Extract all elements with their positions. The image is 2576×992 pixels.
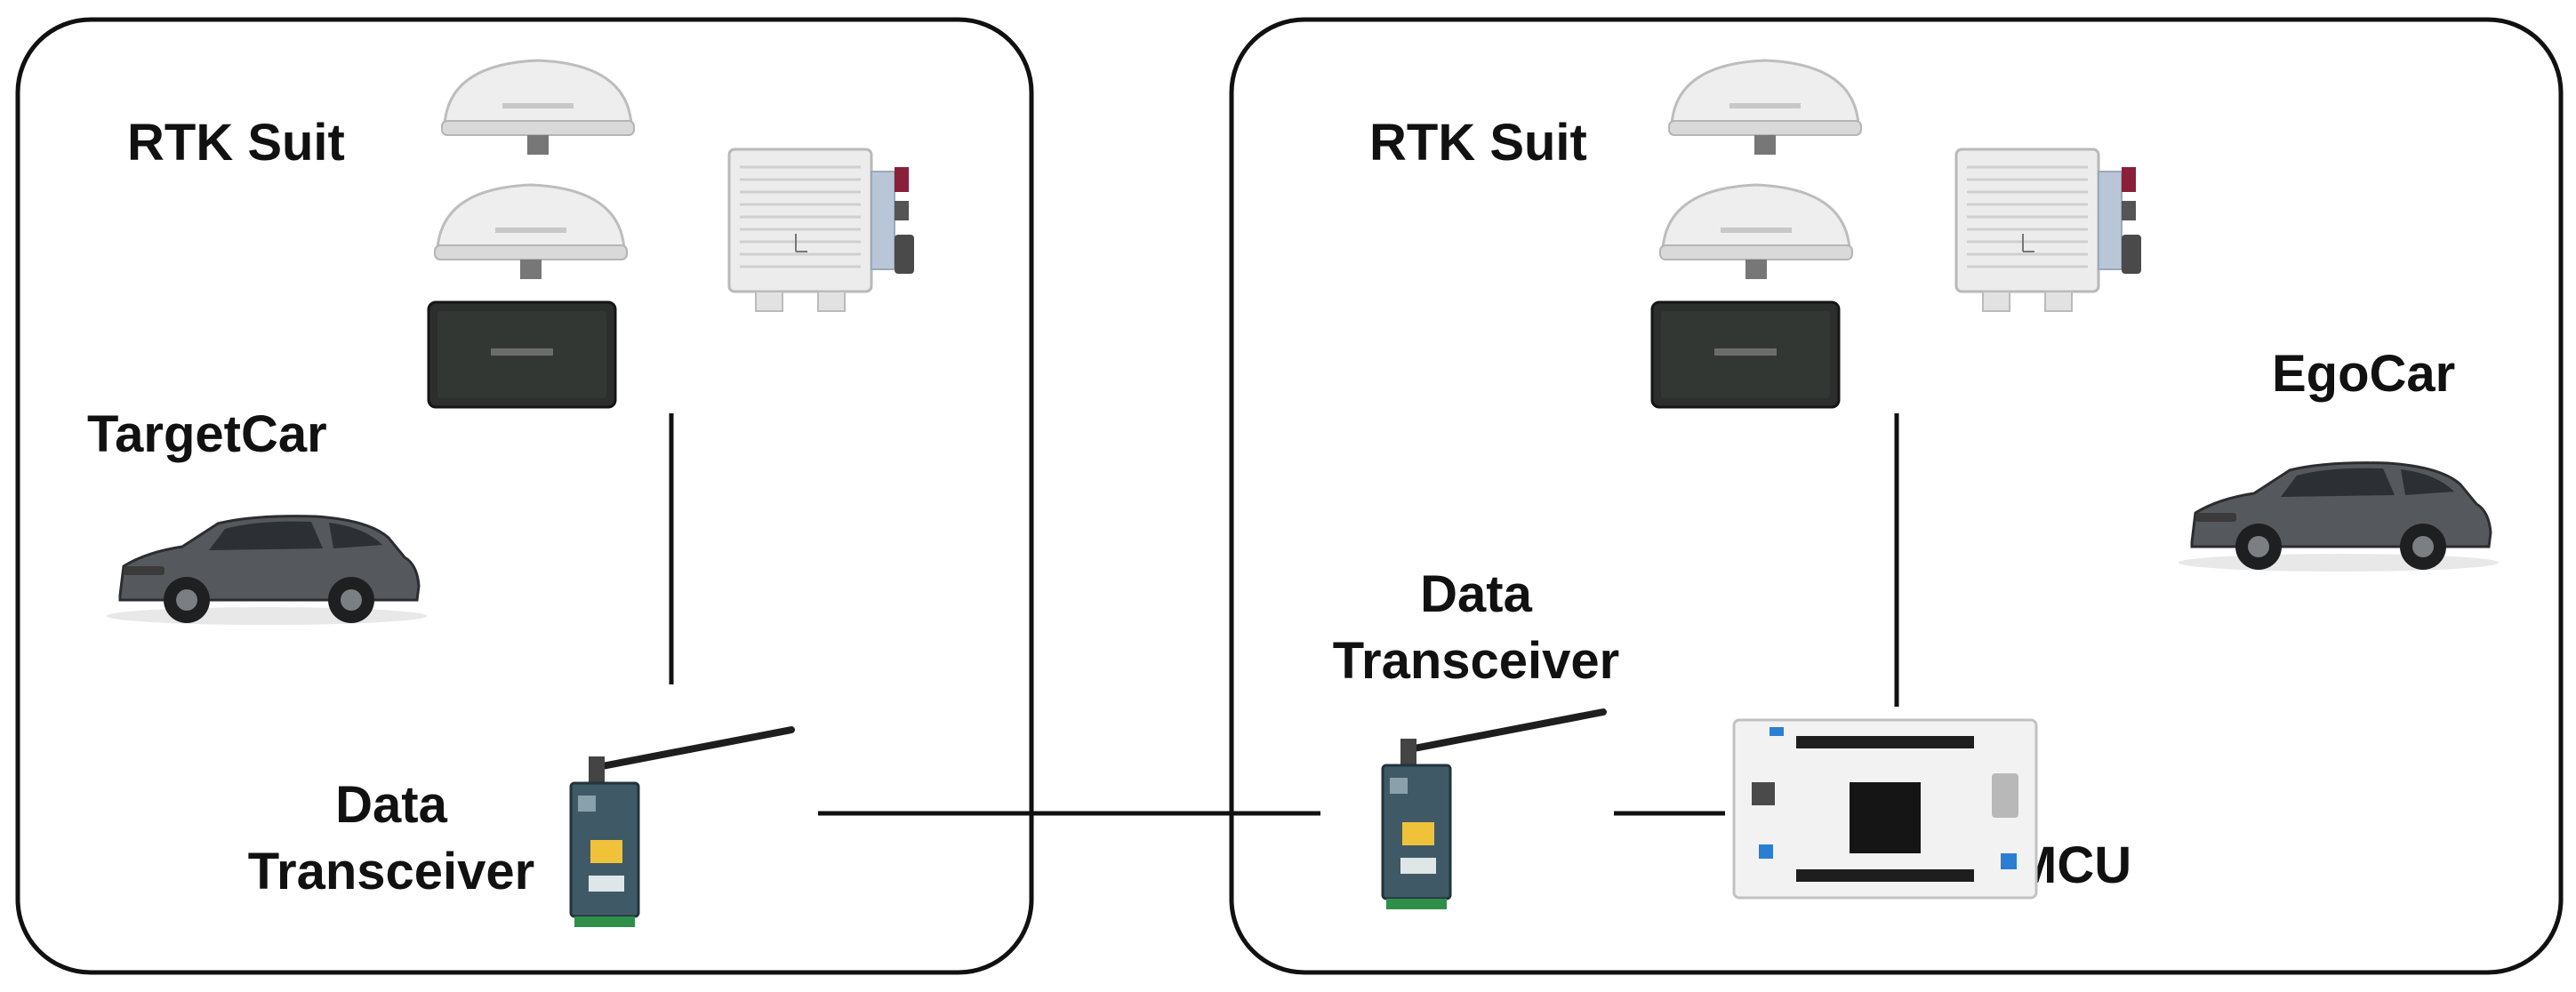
left-rtk-suit-label: RTK Suit [127,114,345,172]
target-car-label: TargetCar [87,405,327,463]
gnss-antenna-icon [433,183,629,281]
right-transceiver-label-line1: Data [1420,565,1532,623]
target-car-panel [15,17,1034,975]
ego-car-panel [1229,17,2564,975]
rtk-receiver-box-icon [1650,300,1841,409]
mcu-board-icon [1732,718,2038,900]
right-transceiver-label-line2: Transceiver [1333,632,1619,690]
ego-car-label: EgoCar [2272,345,2455,403]
gnss-antenna-icon [1658,183,1854,281]
car-icon [2177,461,2500,573]
right-rtk-suit-label: RTK Suit [1369,114,1587,172]
gnss-antenna-icon [440,59,636,156]
radio-transceiver-icon [1383,712,1603,909]
rtk-processor-unit-icon [727,148,916,313]
car-icon [105,515,429,627]
rtk-processor-unit-icon [1954,148,2143,313]
radio-transceiver-icon [571,730,791,927]
left-transceiver-label-line2: Transceiver [248,843,534,900]
left-transceiver-label-line1: Data [335,776,447,834]
gnss-antenna-icon [1667,59,1863,156]
rtk-receiver-box-icon [427,300,617,409]
